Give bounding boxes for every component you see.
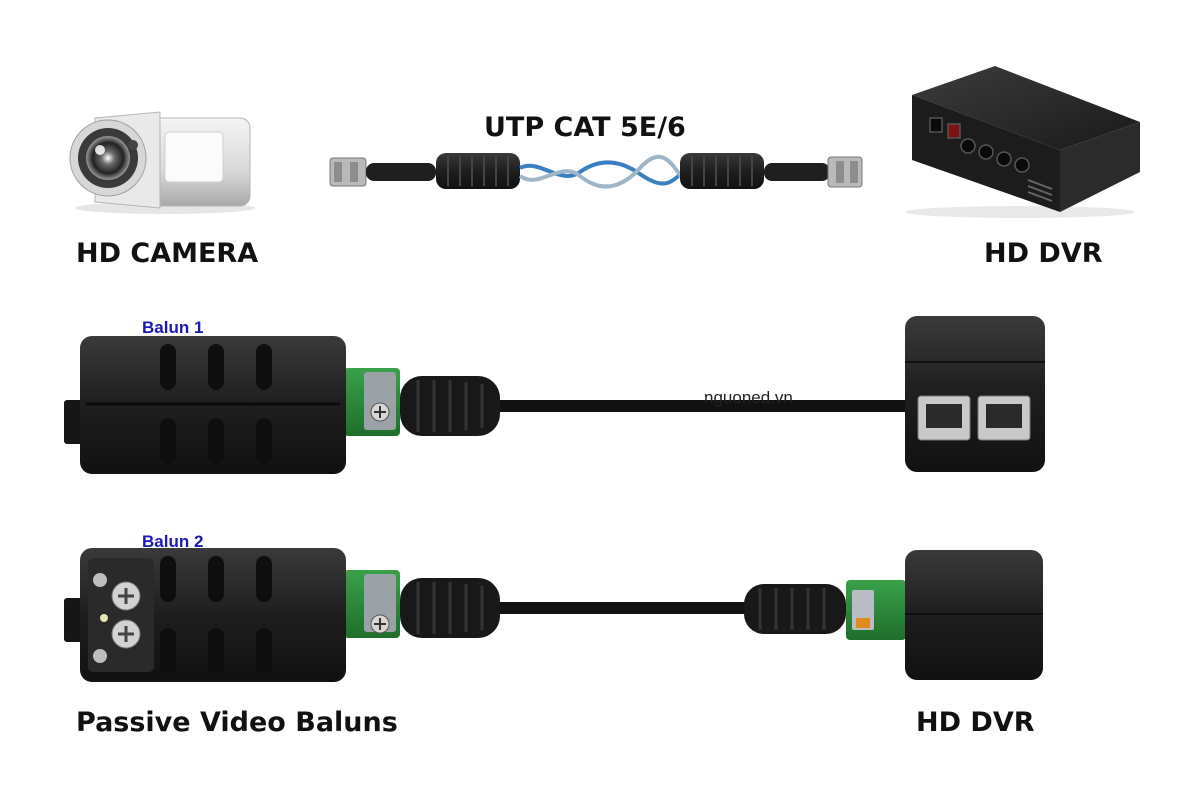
cable-label: UTP CAT 5E/6 xyxy=(484,112,686,143)
twisted-pair-cable-icon xyxy=(329,153,863,189)
balun-1-label: Balun 1 xyxy=(142,318,204,337)
dvr-icon xyxy=(905,66,1140,218)
watermark-text: nguoned.vn xyxy=(704,388,793,407)
rj45-coupler-box xyxy=(905,316,1045,472)
passive-baluns-label: Passive Video Baluns xyxy=(76,707,398,738)
dvr-top-label: HD DVR xyxy=(984,238,1103,269)
camera-label: HD CAMERA xyxy=(76,238,259,269)
balun-2-label: Balun 2 xyxy=(142,532,204,551)
dvr-bottom-label: HD DVR xyxy=(916,707,1035,738)
balun-1-assembly xyxy=(64,336,910,474)
camera-icon xyxy=(69,111,255,214)
balun-2-assembly xyxy=(64,548,760,682)
rj45-plug-box xyxy=(744,550,1043,680)
